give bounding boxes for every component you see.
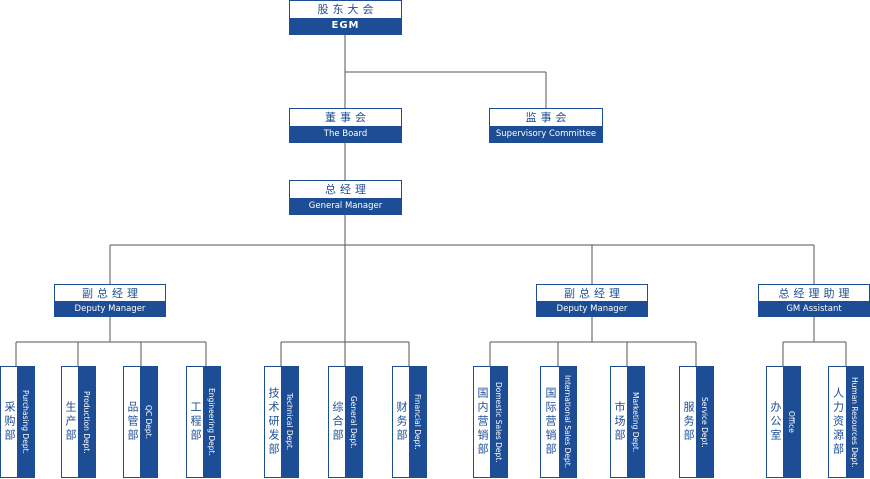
dept-human-resources: 人力资源部 Human Resources Dept. <box>828 366 864 478</box>
dept-general-en: General Dept. <box>345 367 362 477</box>
dept-office-en: Office <box>783 367 800 477</box>
dept-engineering: 工程部 Engineering Dept. <box>186 366 221 478</box>
dept-financial-en: Financial Dept. <box>409 367 426 477</box>
gm-cn-label: 总经理 <box>325 183 370 197</box>
egm-node: 股东大会 EGM <box>289 0 402 35</box>
egm-en-label: EGM <box>290 17 401 34</box>
dept-engineering-cn: 工程部 <box>189 401 202 443</box>
dept-marketing-cn: 市场部 <box>613 401 626 443</box>
gm-assistant-en-label: GM Assistant <box>759 301 869 316</box>
board-en-label: The Board <box>290 125 401 142</box>
gm-en-label: General Manager <box>290 197 401 214</box>
dept-international-sales-cn: 国际营销部 <box>544 387 557 457</box>
gm-assistant-node: 总经理助理 GM Assistant <box>758 284 870 317</box>
gm-node: 总经理 General Manager <box>289 180 402 215</box>
board-node: 董事会 The Board <box>289 108 402 143</box>
dept-purchasing: 采购部 Purchasing Dept. <box>0 366 35 478</box>
dept-human-resources-cn: 人力资源部 <box>831 387 845 457</box>
dept-engineering-en: Engineering Dept. <box>203 367 220 477</box>
deputy-1-cn-label: 副总经理 <box>82 287 142 300</box>
supervisory-node: 监事会 Supervisory Committee <box>489 108 603 143</box>
dept-production: 生产部 Production Dept. <box>61 366 96 478</box>
dept-office: 办公室 Office <box>766 366 801 478</box>
dept-technical-en: Technical Dept. <box>281 367 298 477</box>
dept-production-en: Production Dept. <box>78 367 95 477</box>
dept-domestic-sales-en: Domestic Sales Dept. <box>490 367 507 477</box>
dept-human-resources-en: Human Resources Dept. <box>846 367 863 477</box>
dept-technical-cn: 技术研发部 <box>267 387 280 457</box>
deputy-manager-node-2: 副总经理 Deputy Manager <box>536 284 648 317</box>
supervisory-cn-label: 监事会 <box>525 111 571 125</box>
dept-general: 综合部 General Dept. <box>328 366 363 478</box>
egm-cn-label: 股东大会 <box>317 3 378 17</box>
dept-service-cn: 服务部 <box>682 401 695 443</box>
dept-service: 服务部 Service Dept. <box>679 366 714 478</box>
dept-international-sales-en: International Sales Dept. <box>559 367 576 477</box>
dept-domestic-sales-cn: 国内营销部 <box>476 387 489 457</box>
dept-international-sales: 国际营销部 International Sales Dept. <box>540 366 577 478</box>
deputy-manager-node-1: 副总经理 Deputy Manager <box>54 284 166 317</box>
board-cn-label: 董事会 <box>325 111 370 125</box>
dept-qc-en: QC Dept. <box>140 367 157 477</box>
deputy-2-cn-label: 副总经理 <box>564 287 624 300</box>
dept-service-en: Service Dept. <box>696 367 713 477</box>
dept-financial: 财务部 Financial Dept. <box>392 366 427 478</box>
supervisory-en-label: Supervisory Committee <box>490 125 602 142</box>
dept-general-cn: 综合部 <box>331 401 344 443</box>
dept-purchasing-cn: 采购部 <box>3 401 16 443</box>
deputy-2-en-label: Deputy Manager <box>537 301 647 316</box>
deputy-1-en-label: Deputy Manager <box>55 301 165 316</box>
dept-domestic-sales: 国内营销部 Domestic Sales Dept. <box>473 366 508 478</box>
gm-assistant-cn-label: 总经理助理 <box>778 287 854 300</box>
dept-marketing: 市场部 Marketing Dept. <box>610 366 645 478</box>
dept-office-cn: 办公室 <box>769 401 782 443</box>
dept-purchasing-en: Purchasing Dept. <box>17 367 34 477</box>
dept-qc: 品管部 QC Dept. <box>123 366 158 478</box>
dept-marketing-en: Marketing Dept. <box>627 367 644 477</box>
dept-financial-cn: 财务部 <box>395 401 408 443</box>
dept-qc-cn: 品管部 <box>126 401 139 443</box>
dept-production-cn: 生产部 <box>64 401 77 443</box>
dept-technical: 技术研发部 Technical Dept. <box>264 366 299 478</box>
